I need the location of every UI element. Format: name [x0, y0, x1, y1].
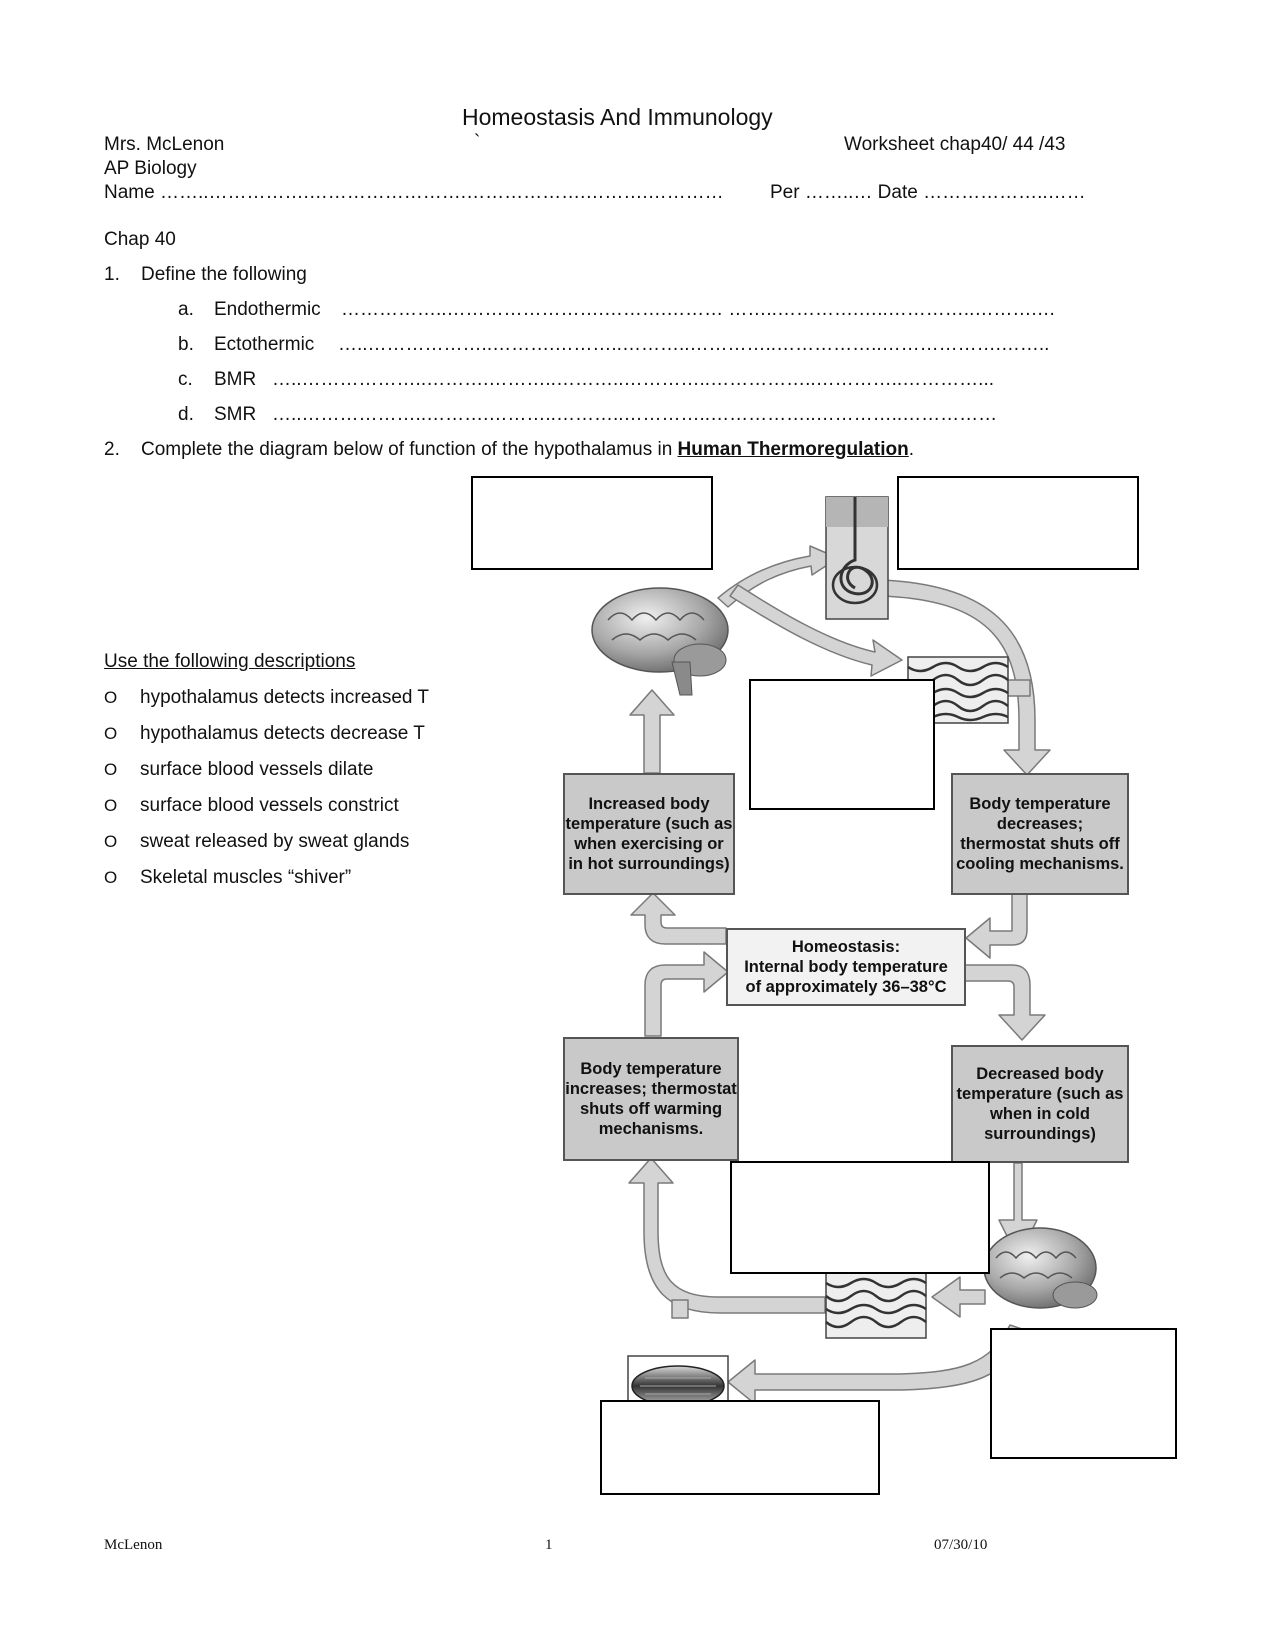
- footer-page-number: 1: [545, 1537, 553, 1553]
- list-item[interactable]: O Skeletal muscles “shiver”: [104, 867, 351, 889]
- bullet-icon: O: [104, 832, 118, 851]
- stray-tick: `: [474, 132, 481, 153]
- teacher-name: Mrs. McLenon: [104, 134, 225, 155]
- arrow-brain-to-vessels: [729, 584, 903, 677]
- description-text: surface blood vessels dilate: [140, 759, 374, 780]
- answer-box-top-right[interactable]: [897, 476, 1139, 570]
- description-text: surface blood vessels constrict: [140, 795, 399, 816]
- sweat-gland-icon: [825, 496, 889, 620]
- answer-box-middle[interactable]: [749, 679, 935, 810]
- item-letter: d.: [178, 404, 194, 425]
- arrow-brain-to-lower-vessels: [931, 1276, 986, 1318]
- description-text: sweat released by sweat glands: [140, 831, 410, 852]
- item-letter: a.: [178, 299, 194, 320]
- arrow-increases-to-homeostasis: [644, 951, 729, 1037]
- description-text: hypothalamus detects increased T: [140, 687, 430, 708]
- footer-author: McLenon: [104, 1537, 163, 1553]
- description-text: hypothalamus detects decrease T: [140, 723, 425, 744]
- arrow-homeostasis-to-decreased: [961, 964, 1046, 1041]
- decreased-temperature-box: Decreased body temperature (such as when…: [951, 1045, 1129, 1163]
- homeostasis-line: of approximately 36–38°C: [745, 978, 947, 996]
- term-ectothermic: Ectothermic: [214, 334, 315, 355]
- answer-line-ectothermic[interactable]: …..………………..……….………..………..…………..……………..………: [338, 334, 1050, 355]
- arrow-decreased-to-brain: [998, 1162, 1038, 1237]
- answer-box-lower-middle[interactable]: [730, 1161, 990, 1274]
- temperature-increases-box: Body temperature increases; thermostat s…: [563, 1037, 739, 1161]
- increased-temperature-box: Increased body temperature (such as when…: [563, 773, 735, 895]
- footer-date: 07/30/10: [934, 1537, 988, 1553]
- question-1-text: Define the following: [141, 264, 307, 285]
- descriptions-heading: Use the following descriptions: [104, 651, 356, 672]
- arrow-up-to-brain: [629, 689, 675, 774]
- term-bmr: BMR: [214, 369, 257, 390]
- section-heading: Chap 40: [104, 229, 176, 250]
- item-letter: c.: [178, 369, 193, 390]
- bullet-icon: O: [104, 868, 118, 887]
- answer-box-bottom[interactable]: [600, 1400, 880, 1495]
- arrow-decrease-to-homeostasis: [965, 892, 1028, 959]
- temperature-decreases-box: Body temperature decreases; thermostat s…: [951, 773, 1129, 895]
- answer-box-lower-right[interactable]: [990, 1328, 1177, 1459]
- answer-line-endothermic[interactable]: ……………..…………………….……….……… ……..………….…..……………: [341, 299, 1056, 320]
- question-2-prefix: Complete the diagram below of function o…: [141, 439, 678, 460]
- question-2-number: 2.: [104, 439, 120, 460]
- arrow-homeostasis-to-increased: [630, 892, 727, 945]
- description-text: Skeletal muscles “shiver”: [140, 867, 352, 888]
- worksheet-chapter: Worksheet chap40/ 44 /43: [844, 134, 1066, 155]
- item-letter: b.: [178, 334, 194, 355]
- bullet-icon: O: [104, 724, 118, 743]
- period-date-line[interactable]: Per ……..… Date ………………..……: [770, 182, 1086, 203]
- term-smr: SMR: [214, 404, 257, 425]
- question-2-suffix: .: [908, 439, 915, 460]
- brain-icon: [591, 587, 729, 696]
- bullet-icon: O: [104, 796, 118, 815]
- course-name: AP Biology: [104, 158, 197, 179]
- term-endothermic: Endothermic: [214, 299, 321, 320]
- bullet-icon: O: [104, 688, 118, 707]
- answer-line-bmr[interactable]: …..………………..……….………..………..…………..……………..………: [272, 369, 995, 390]
- answer-box-top-left[interactable]: [471, 476, 713, 570]
- brain-icon: [983, 1227, 1098, 1309]
- question-1-number: 1.: [104, 264, 120, 285]
- arrow-muscle-up: [671, 1299, 689, 1319]
- homeostasis-line: Internal body temperature: [744, 958, 948, 976]
- homeostasis-box: Homeostasis: Internal body temperature o…: [726, 928, 966, 1006]
- worksheet-title: Homeostasis And Immunology: [462, 104, 773, 130]
- name-line[interactable]: Name ……..…………….…………………….……………….……….…………: [104, 182, 724, 203]
- blood-vessels-icon: [825, 1271, 927, 1339]
- homeostasis-title: Homeostasis:: [791, 938, 901, 956]
- answer-line-smr[interactable]: …..………………..……….………..………..…………..……………..………: [272, 404, 998, 425]
- bullet-icon: O: [104, 760, 118, 779]
- question-2-emphasis: Human Thermoregulation: [677, 439, 909, 460]
- question-2-text: Complete the diagram below of function o…: [141, 439, 914, 461]
